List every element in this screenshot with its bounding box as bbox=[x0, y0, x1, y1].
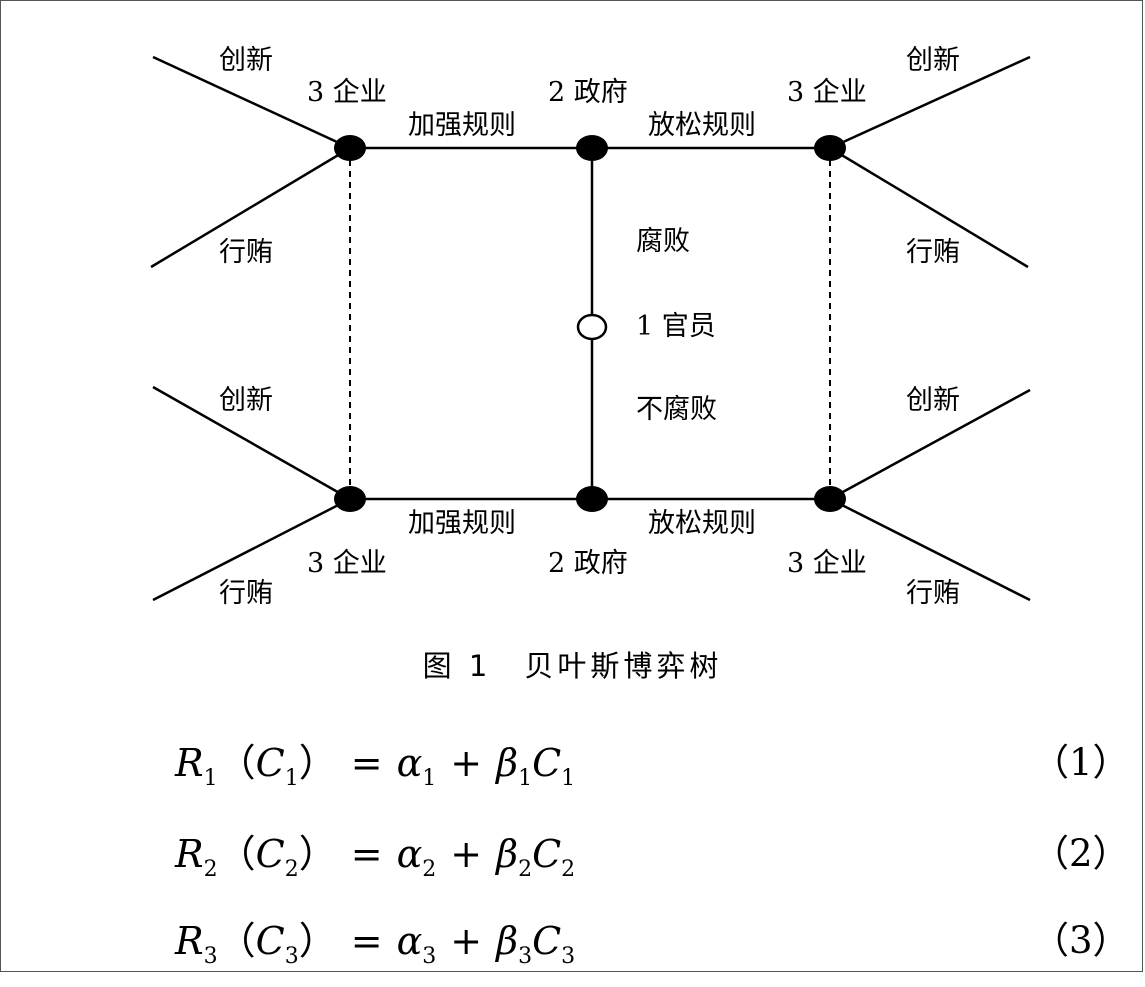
equation-2: R2（C2）=α2+β2C2 bbox=[175, 832, 576, 882]
node-top-left-firm bbox=[334, 135, 366, 161]
label-bottom-left-innovate: 创新 bbox=[219, 385, 273, 416]
label-top-right-firm: 3 企业 bbox=[787, 77, 867, 108]
edge-bottom-left-bribe bbox=[152, 497, 351, 602]
edge-top-left-innovate bbox=[152, 55, 351, 150]
label-top-left-innovate: 创新 bbox=[219, 45, 273, 76]
equation-number-1: （1） bbox=[1032, 741, 1130, 784]
label-top-government: 2 政府 bbox=[548, 77, 628, 108]
edge-top-right-innovate bbox=[829, 55, 1031, 150]
node-top-government bbox=[576, 135, 608, 161]
label-bottom-right-firm: 3 企业 bbox=[787, 548, 867, 579]
figure-caption: 图 1 贝叶斯博弈树 bbox=[422, 649, 723, 683]
node-top-right-firm bbox=[814, 135, 846, 161]
label-bottom-left-firm: 3 企业 bbox=[307, 548, 387, 579]
label-bottom-right-bribe: 行贿 bbox=[906, 578, 960, 609]
label-bottom-government: 2 政府 bbox=[548, 548, 628, 579]
label-corrupt: 腐败 bbox=[636, 226, 690, 257]
label-top-right-bribe: 行贿 bbox=[906, 237, 960, 268]
equation-1: R1（C1）=α1+β1C1 bbox=[175, 741, 576, 791]
equation-number-2: （2） bbox=[1032, 832, 1130, 875]
edge-bottom-right-bribe bbox=[829, 497, 1031, 602]
equation-3: R3（C3）=α3+β3C3 bbox=[175, 919, 576, 969]
node-bottom-right-firm bbox=[814, 486, 846, 512]
label-bottom-right-innovate: 创新 bbox=[906, 385, 960, 416]
edge-top-left-bribe bbox=[150, 146, 351, 269]
label-top-left-firm: 3 企业 bbox=[307, 77, 387, 108]
edge-top-right-bribe bbox=[829, 146, 1029, 269]
label-top-strengthen: 加强规则 bbox=[408, 110, 516, 141]
label-bottom-left-bribe: 行贿 bbox=[219, 578, 273, 609]
label-top-left-bribe: 行贿 bbox=[219, 237, 273, 268]
edge-bottom-left-innovate bbox=[152, 385, 351, 501]
label-top-right-innovate: 创新 bbox=[906, 45, 960, 76]
label-bottom-relax: 放松规则 bbox=[648, 508, 756, 539]
edge-bottom-right-innovate bbox=[829, 388, 1031, 501]
bayesian-game-tree bbox=[150, 55, 1031, 602]
node-official bbox=[576, 313, 608, 341]
node-bottom-government bbox=[576, 486, 608, 512]
label-top-relax: 放松规则 bbox=[648, 110, 756, 141]
label-bottom-strengthen: 加强规则 bbox=[408, 508, 516, 539]
equation-number-3: （3） bbox=[1032, 919, 1130, 962]
node-bottom-left-firm bbox=[334, 486, 366, 512]
label-official: 1 官员 bbox=[636, 311, 716, 342]
label-not-corrupt: 不腐败 bbox=[636, 394, 717, 425]
